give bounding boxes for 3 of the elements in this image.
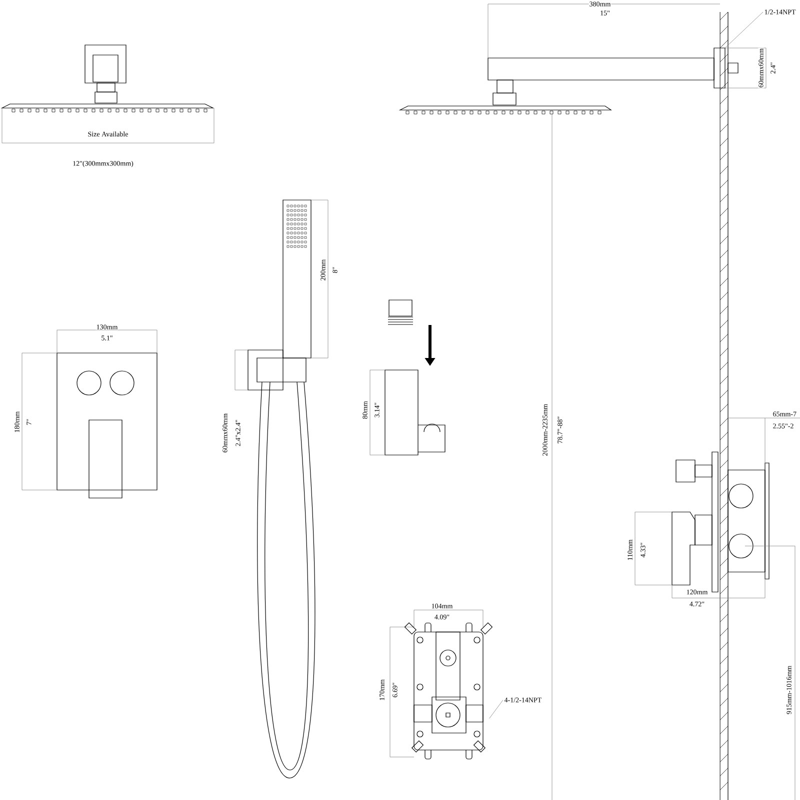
- leader-line: [489, 700, 504, 719]
- leader-line: [725, 12, 764, 48]
- wall-flange: [714, 48, 726, 88]
